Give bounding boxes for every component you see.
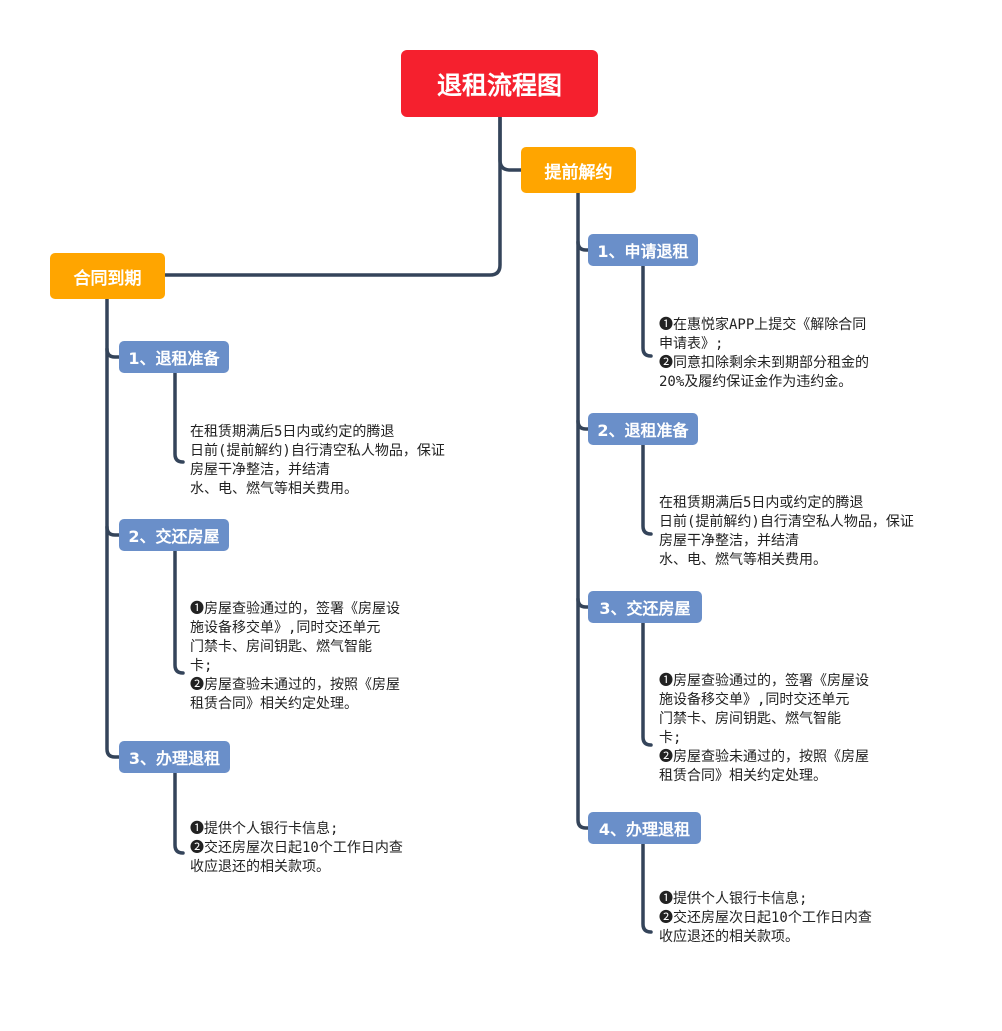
leaf-early-2 [641,443,653,536]
trunk-expiry [105,297,121,759]
leaf-early-1 [641,264,653,358]
step-early-return-house: 3、交还房屋 [588,591,702,623]
connector-early-2 [576,419,590,431]
branch-early-termination: 提前解约 [521,147,636,193]
leaf-expiry-1 [173,371,185,464]
note-expiry-complete: ❶提供个人银行卡信息; ❷交还房屋次日起10个工作日内查 收应退还的相关款项。 [190,821,403,875]
leaf-expiry-2 [173,549,185,675]
note-early-prepare: 在租赁期满后5日内或约定的腾退 日前(提前解约)自行清空私人物品，保证 房屋干净… [659,495,914,568]
root-title: 退租流程图 [401,50,598,117]
leaf-early-4 [641,842,653,934]
note-early-complete: ❶提供个人银行卡信息; ❷交还房屋次日起10个工作日内查 收应退还的相关款项。 [659,891,872,945]
note-expiry-prepare: 在租赁期满后5日内或约定的腾退 日前(提前解约)自行清空私人物品，保证 房屋干净… [190,424,445,497]
step-early-complete: 4、办理退租 [588,812,701,844]
connector-expiry-1 [105,347,121,359]
trunk-early [576,191,590,830]
connector-early-1 [576,240,590,252]
note-early-return-house: ❶房屋查验通过的，签署《房屋设 施设备移交单》,同时交还单元 门禁卡、房间钥匙、… [659,673,869,784]
step-early-prepare: 2、退租准备 [588,413,698,445]
step-early-apply: 1、申请退租 [588,234,698,266]
step-expiry-complete: 3、办理退租 [119,741,230,773]
connector-root-expiry [163,115,502,277]
branch-contract-expiry: 合同到期 [50,253,165,299]
connector-root-early [498,115,523,172]
step-expiry-return-house: 2、交还房屋 [119,519,229,551]
connector-early-3 [576,597,590,609]
connector-expiry-2 [105,525,121,537]
leaf-expiry-3 [173,771,185,855]
leaf-early-3 [641,621,653,747]
note-expiry-return-house: ❶房屋查验通过的，签署《房屋设 施设备移交单》,同时交还单元 门禁卡、房间钥匙、… [190,601,400,712]
note-early-apply: ❶在惠悦家APP上提交《解除合同 申请表》; ❷同意扣除剩余未到期部分租金的 2… [659,317,869,390]
step-expiry-prepare: 1、退租准备 [119,341,229,373]
